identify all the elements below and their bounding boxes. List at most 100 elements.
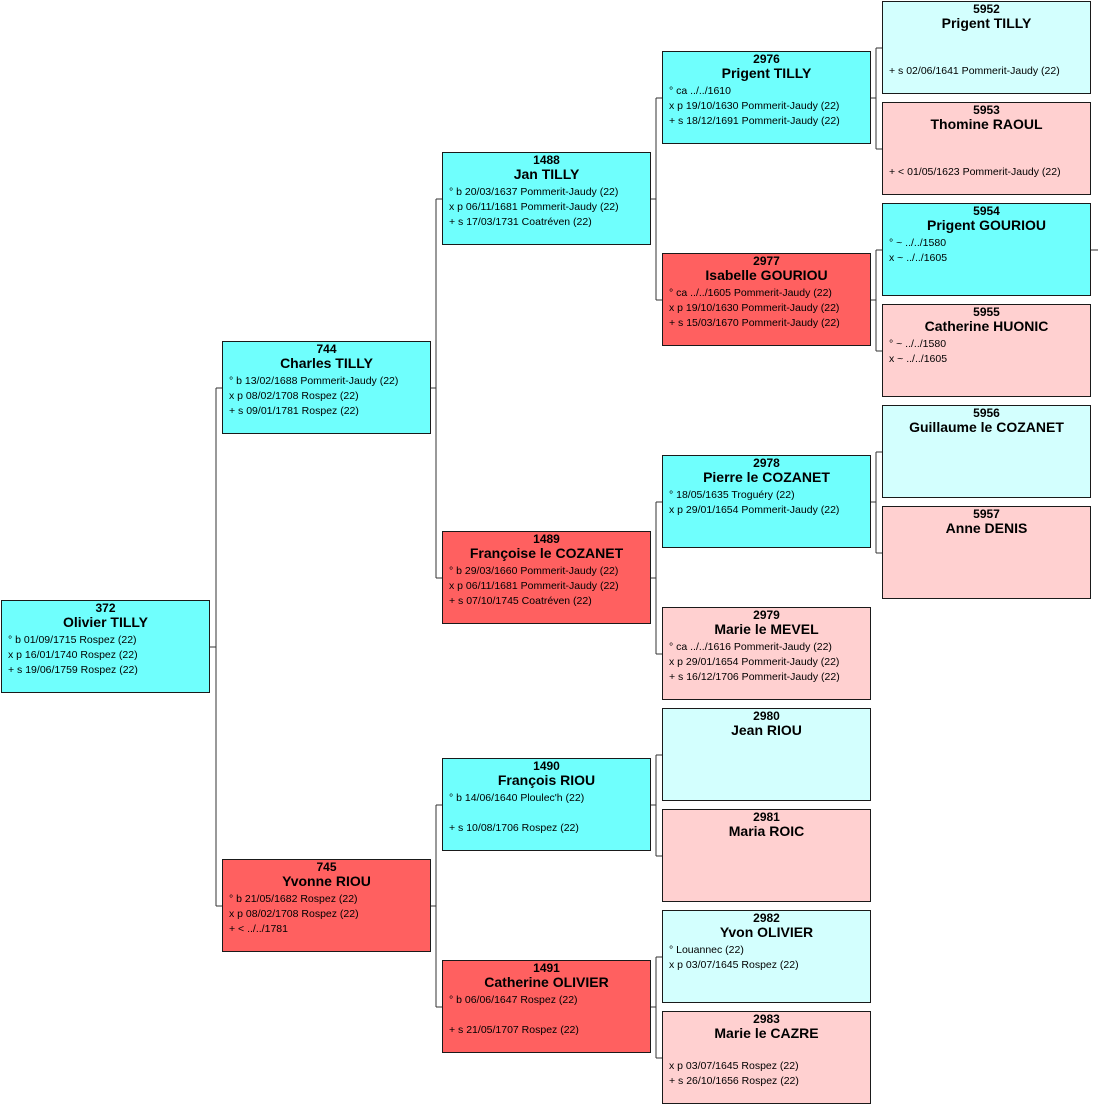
person-event: ° ca ../../1610 <box>669 85 731 97</box>
person-name: Charles TILLY <box>280 355 373 371</box>
person-name: Olivier TILLY <box>62 614 149 630</box>
person-number: 2980 <box>753 709 780 723</box>
person-event: + s 10/08/1706 Rospez (22) <box>449 822 579 834</box>
person-number: 745 <box>316 860 337 874</box>
person-event: + s 18/12/1691 Pommerit-Jaudy (22) <box>669 115 840 127</box>
person-name: François RIOU <box>497 772 596 788</box>
person-number: 1491 <box>533 961 560 975</box>
person-name: Yvonne RIOU <box>282 873 371 889</box>
person-name: Françoise le COZANET <box>469 545 624 561</box>
person-number: 5952 <box>973 2 1000 16</box>
person-number: 5955 <box>973 305 1000 319</box>
person-event: + s 09/01/1781 Rospez (22) <box>229 405 359 417</box>
person-name: Jean RIOU <box>731 722 802 738</box>
person-number: 2979 <box>753 608 780 622</box>
person-event: x p 06/11/1681 Pommerit-Jaudy (22) <box>449 201 619 213</box>
person-number: 2981 <box>753 810 780 824</box>
person-event: x ~ ../../1605 <box>889 353 948 365</box>
person-name: Prigent GOURIOU <box>926 217 1046 233</box>
person-event: + < ../../1781 <box>229 923 288 935</box>
person-event: ° ~ ../../1580 <box>889 237 947 249</box>
person-number: 2977 <box>753 254 780 268</box>
person-event <box>883 150 1090 165</box>
person-event: + s 16/12/1706 Pommerit-Jaudy (22) <box>669 671 840 683</box>
person-number: 5956 <box>973 406 1000 420</box>
person-number: 744 <box>316 342 337 356</box>
person-event: + s 17/03/1731 Coatréven (22) <box>449 216 592 228</box>
person-event: + s 21/05/1707 Rospez (22) <box>449 1024 579 1036</box>
person-number: 5954 <box>973 204 1000 218</box>
person-number: 2982 <box>753 911 780 925</box>
person-event: x p 29/01/1654 Pommerit-Jaudy (22) <box>669 656 840 668</box>
person-event <box>883 34 1090 49</box>
person-event: ° Louannec (22) <box>669 944 744 956</box>
person-event: ° b 01/09/1715 Rospez (22) <box>8 634 137 646</box>
person-event <box>883 49 1090 64</box>
person-number: 5957 <box>973 507 1000 521</box>
person-event: ° b 21/05/1682 Rospez (22) <box>229 893 358 905</box>
person-event: ° b 06/06/1647 Rospez (22) <box>449 994 578 1006</box>
person-event: + s 07/10/1745 Coatréven (22) <box>449 595 592 607</box>
person-name: Thomine RAOUL <box>930 116 1043 132</box>
person-number: 372 <box>95 601 116 615</box>
person-event: + s 02/06/1641 Pommerit-Jaudy (22) <box>889 65 1060 77</box>
person-event: ° b 14/06/1640 Ploulec'h (22) <box>449 792 585 804</box>
person-event: x p 16/01/1740 Rospez (22) <box>8 649 138 661</box>
person-name: Catherine HUONIC <box>924 318 1049 334</box>
person-event: x p 06/11/1681 Pommerit-Jaudy (22) <box>449 580 619 592</box>
person-event <box>443 806 650 821</box>
person-event: + < 01/05/1623 Pommerit-Jaudy (22) <box>889 166 1061 178</box>
person-event: x p 08/02/1708 Rospez (22) <box>229 390 359 402</box>
person-event: ° ca ../../1616 Pommerit-Jaudy (22) <box>669 641 832 653</box>
person-number: 1490 <box>533 759 560 773</box>
person-event: + s 15/03/1670 Pommerit-Jaudy (22) <box>669 317 840 329</box>
person-event <box>443 1008 650 1023</box>
person-event: x p 08/02/1708 Rospez (22) <box>229 908 359 920</box>
person-name: Yvon OLIVIER <box>719 924 814 940</box>
person-name: Marie le CAZRE <box>714 1025 819 1041</box>
person-event: x p 29/01/1654 Pommerit-Jaudy (22) <box>669 504 840 516</box>
person-name: Catherine OLIVIER <box>484 974 609 990</box>
person-number: 2976 <box>753 52 780 66</box>
person-name: Pierre le COZANET <box>703 469 830 485</box>
person-event: ° b 13/02/1688 Pommerit-Jaudy (22) <box>229 375 399 387</box>
person-event: + s 26/10/1656 Rospez (22) <box>669 1075 799 1087</box>
person-name: Isabelle GOURIOU <box>705 267 828 283</box>
person-event: ° ~ ../../1580 <box>889 338 947 350</box>
person-event: ° b 20/03/1637 Pommerit-Jaudy (22) <box>449 186 619 198</box>
person-name: Guillaume le COZANET <box>909 419 1064 435</box>
person-event: + s 19/06/1759 Rospez (22) <box>8 664 138 676</box>
person-event: ° b 29/03/1660 Pommerit-Jaudy (22) <box>449 565 619 577</box>
person-name: Maria ROIC <box>728 823 805 839</box>
person-name: Jan TILLY <box>513 166 580 182</box>
person-number: 1489 <box>533 532 560 546</box>
person-event: x p 19/10/1630 Pommerit-Jaudy (22) <box>669 100 840 112</box>
person-event: x p 03/07/1645 Rospez (22) <box>669 959 799 971</box>
person-number: 2983 <box>753 1012 780 1026</box>
person-number: 5953 <box>973 103 1000 117</box>
person-number: 2978 <box>753 456 780 470</box>
person-name: Prigent TILLY <box>941 15 1032 31</box>
